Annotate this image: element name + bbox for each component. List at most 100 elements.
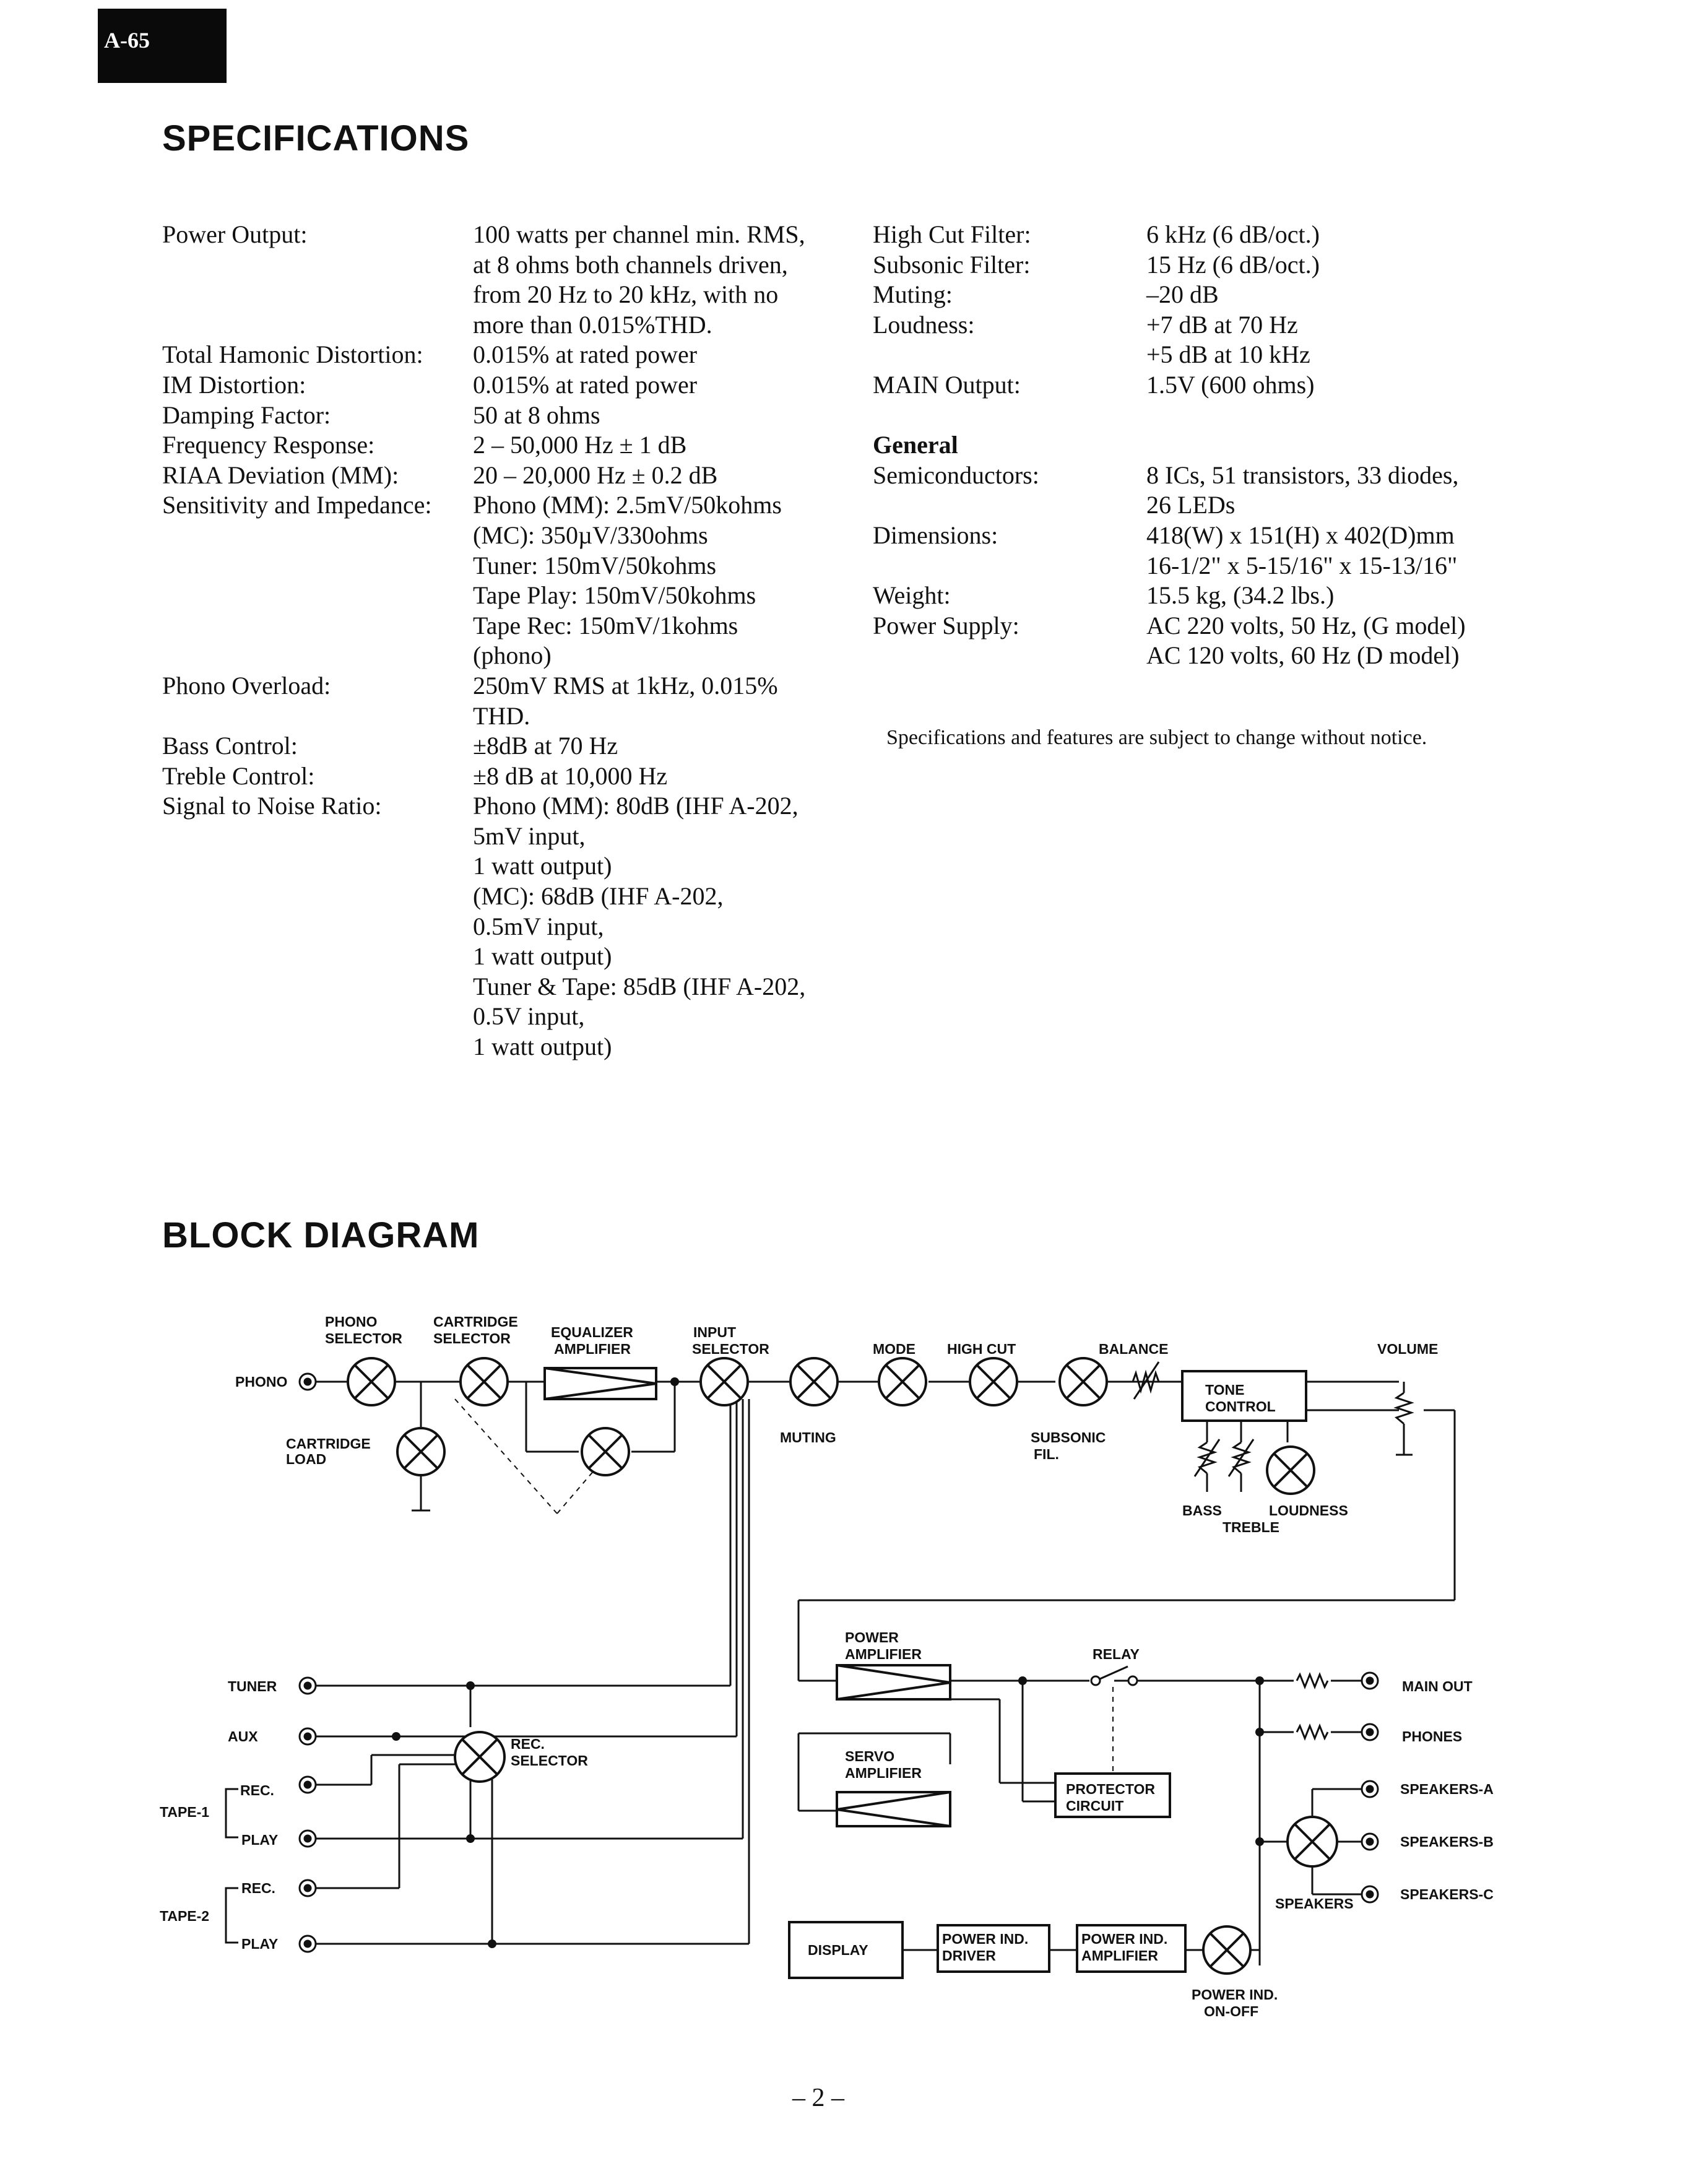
rec-selector-label-1: REC. — [511, 1736, 545, 1752]
left-spec-value: from 20 Hz to 20 kHz, with no — [473, 280, 779, 309]
right-spec-value: –20 dB — [1146, 280, 1219, 309]
left-spec-value: 0.015% at rated power — [473, 370, 698, 399]
page-badge-label: A-65 — [104, 28, 150, 53]
left-spec-row: (MC): 350µV/330ohms — [162, 521, 855, 551]
left-spec-label: Total Hamonic Distortion: — [162, 340, 423, 369]
right-spec-label: MAIN Output: — [873, 370, 1021, 399]
subsonic-label-1: SUBSONIC — [1031, 1429, 1106, 1445]
left-spec-row: 5mV input, — [162, 821, 855, 852]
tape2-label: TAPE-2 — [160, 1908, 209, 1924]
left-spec-value: 0.5V input, — [473, 1002, 585, 1031]
speakers-b-label: SPEAKERS-B — [1400, 1834, 1494, 1850]
left-spec-row: 1 watt output) — [162, 942, 855, 972]
right-spec-row: 26 LEDs — [873, 490, 1566, 521]
left-spec-value: (MC): 350µV/330ohms — [473, 521, 708, 549]
right-spec-label: Loudness: — [873, 310, 975, 339]
left-spec-value: Tape Rec: 150mV/1kohms — [473, 611, 738, 639]
loudness-label: LOUDNESS — [1269, 1502, 1348, 1519]
left-spec-label: Signal to Noise Ratio: — [162, 792, 382, 820]
rec-selector-label-2: SELECTOR — [511, 1753, 588, 1769]
servo-amplifier-label-1: SERVO — [845, 1748, 894, 1764]
tape-brackets — [225, 1788, 238, 1944]
left-spec-value: 0.015% at rated power — [473, 340, 698, 369]
left-spec-row: (phono) — [162, 641, 855, 671]
left-spec-row: Tuner: 150mV/50kohms — [162, 551, 855, 581]
left-spec-value: Phono (MM): 2.5mV/50kohms — [473, 491, 782, 519]
left-spec-row: Power Output:100 watts per channel min. … — [162, 220, 855, 250]
power-ind-amplifier-label-1: POWER IND. — [1081, 1931, 1167, 1947]
spec-notice: Specifications and features are subject … — [886, 726, 1427, 749]
volume-label: VOLUME — [1377, 1341, 1438, 1357]
left-spec-value: 2 – 50,000 Hz ± 1 dB — [473, 431, 687, 459]
right-spec-value: +7 dB at 70 Hz — [1146, 310, 1298, 339]
right-spec-value: 8 ICs, 51 transistors, 33 diodes, — [1146, 461, 1459, 489]
cartridge-load-label-2: LOAD — [286, 1451, 326, 1467]
equalizer-label-2: AMPLIFIER — [554, 1341, 631, 1357]
left-spec-row: 0.5V input, — [162, 1002, 855, 1032]
left-spec-value: (phono) — [473, 641, 552, 670]
protector-label-1: PROTECTOR — [1066, 1781, 1155, 1797]
left-spec-row: Treble Control:±8 dB at 10,000 Hz — [162, 761, 855, 792]
left-spec-value: 1 watt output) — [473, 1033, 612, 1061]
right-spec-label: Semiconductors: — [873, 461, 1039, 489]
right-spec-value: 15.5 kg, (34.2 lbs.) — [1146, 581, 1335, 610]
tone-control-label-2: CONTROL — [1205, 1398, 1276, 1415]
cartridge-load-label-1: CARTRIDGE — [286, 1436, 371, 1452]
right-spec-row: MAIN Output:1.5V (600 ohms) — [873, 370, 1566, 401]
right-spec-value: 6 kHz (6 dB/oct.) — [1146, 220, 1320, 248]
jack-symbols — [298, 1372, 1379, 1953]
left-spec-value: ±8dB at 70 Hz — [473, 732, 618, 760]
balance-label: BALANCE — [1099, 1341, 1168, 1357]
block-diagram-heading: BLOCK DIAGRAM — [162, 1215, 480, 1255]
left-spec-value: 20 – 20,000 Hz ± 0.2 dB — [473, 461, 718, 489]
left-spec-value: THD. — [473, 701, 530, 730]
right-spec-value: 418(W) x 151(H) x 402(D)mm — [1146, 521, 1455, 549]
power-amplifier-label-2: AMPLIFIER — [845, 1646, 922, 1662]
left-spec-label: Damping Factor: — [162, 401, 331, 429]
left-spec-value: Tape Play: 150mV/50kohms — [473, 581, 756, 610]
left-spec-row: Signal to Noise Ratio: Phono (MM): 80dB (… — [162, 791, 855, 821]
left-spec-value: 50 at 8 ohms — [473, 401, 600, 429]
left-spec-value: 0.5mV input, — [473, 912, 604, 940]
right-spec-row: Subsonic Filter:15 Hz (6 dB/oct.) — [873, 250, 1566, 280]
protector-label-2: CIRCUIT — [1066, 1798, 1123, 1814]
right-spec-value: 16-1/2" x 5-15/16" x 15-13/16" — [1146, 551, 1458, 579]
left-spec-row: IM Distortion:0.015% at rated power — [162, 370, 855, 401]
power-ind-onoff-label-1: POWER IND. — [1192, 1987, 1278, 2003]
right-spec-value: +5 dB at 10 kHz — [1146, 340, 1310, 369]
right-spec-row: Dimensions: 418(W) x 151(H) x 402(D)mm — [873, 521, 1566, 551]
tape1-play-label: PLAY — [241, 1832, 278, 1848]
aux-label: AUX — [228, 1728, 258, 1744]
treble-label: TREBLE — [1223, 1519, 1279, 1535]
power-ind-onoff-label-2: ON-OFF — [1204, 2003, 1258, 2019]
left-spec-label: Power Output: — [162, 220, 308, 248]
right-spec-label: Dimensions: — [873, 521, 998, 549]
left-spec-value: at 8 ohms both channels driven, — [473, 250, 788, 279]
left-spec-value: Phono (MM): 80dB (IHF A-202, — [473, 792, 799, 820]
right-spec-value: AC 220 volts, 50 Hz, (G model) — [1146, 611, 1466, 639]
phono-selector-label-1: PHONO — [325, 1314, 377, 1330]
left-spec-row: Frequency Response:2 – 50,000 Hz ± 1 dB — [162, 430, 855, 461]
left-spec-value: Tuner & Tape: 85dB (IHF A-202, — [473, 972, 806, 1000]
cartridge-selector-label-2: SELECTOR — [433, 1330, 511, 1346]
left-spec-row: 0.5mV input, — [162, 912, 855, 942]
power-amplifier-label-1: POWER — [845, 1629, 899, 1645]
tuner-label: TUNER — [228, 1678, 277, 1694]
display-label: DISPLAY — [808, 1942, 868, 1958]
right-spec-row: Muting: –20 dB — [873, 280, 1566, 310]
phono-input-label: PHONO — [235, 1374, 287, 1390]
input-selector-label-1: INPUT — [693, 1324, 736, 1340]
right-spec-row: Weight:15.5 kg, (34.2 lbs.) — [873, 581, 1566, 611]
left-spec-row: 1 watt output) — [162, 851, 855, 882]
left-spec-row: from 20 Hz to 20 kHz, with no — [162, 280, 855, 310]
right-spec-label: Subsonic Filter: — [873, 250, 1031, 279]
junction-dots — [392, 1377, 1264, 1948]
tape2-rec-label: REC. — [241, 1880, 275, 1896]
right-spec-label: General — [873, 431, 958, 459]
right-spec-label: Muting: — [873, 280, 953, 309]
right-spec-row: High Cut Filter:6 kHz (6 dB/oct.) — [873, 220, 1566, 250]
left-spec-row: Damping Factor: 50 at 8 ohms — [162, 401, 855, 431]
left-spec-value: ±8 dB at 10,000 Hz — [473, 761, 668, 790]
right-spec-table: High Cut Filter:6 kHz (6 dB/oct.)Subsoni… — [873, 220, 1566, 671]
